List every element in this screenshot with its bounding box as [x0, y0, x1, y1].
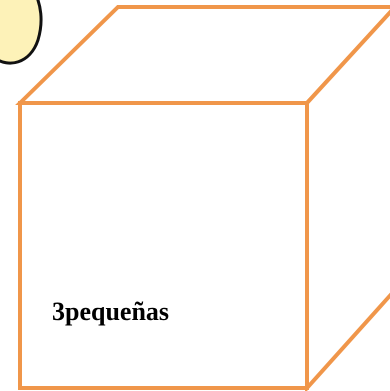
ball-shape [0, 0, 41, 63]
cube-front-face [20, 103, 307, 388]
cube-label: 3pequeñas [52, 297, 169, 326]
